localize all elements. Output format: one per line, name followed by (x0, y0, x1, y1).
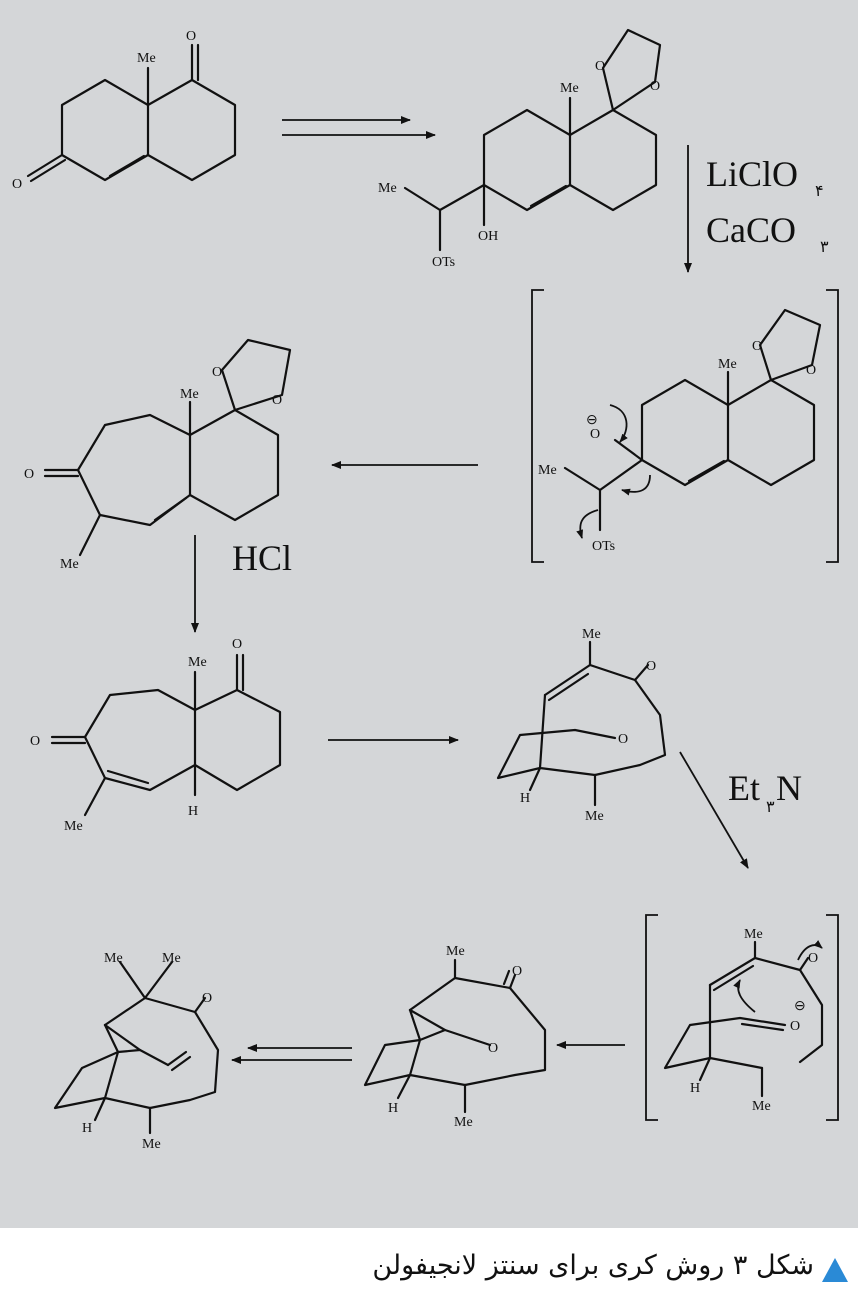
compound-4-diketone: Me O O Me H (30, 637, 282, 834)
oxygen-label: O (646, 659, 656, 674)
compound-2-ketal-tosylate: Me O O Me OH OTs (378, 28, 662, 270)
oxygen-label: O (202, 991, 212, 1006)
methyl-label: Me (582, 627, 601, 642)
hydrogen-label: H (690, 1081, 700, 1096)
reaction-arrow-4: HCl (191, 535, 292, 633)
oxygen-label: O (212, 365, 222, 380)
oxygen-label: O (650, 79, 660, 94)
reaction-arrow-1 (282, 116, 436, 139)
svg-text:۳: ۳ (820, 237, 829, 256)
reagent-hcl: HCl (232, 538, 292, 578)
oxygen-label: O (232, 637, 242, 652)
oxygen-label: O (186, 29, 196, 44)
methyl-label: Me (538, 463, 557, 478)
intermediate-2-enolate: Me O O ⊖ Me H (645, 914, 839, 1121)
reaction-arrow-2: LiClO ۴ CaCO ۳ (684, 145, 829, 273)
oxygen-label: O (30, 734, 40, 749)
svg-text:۳: ۳ (766, 797, 775, 816)
figure-caption: شکل ۳ روش کری برای سنتز لانجیفولن (0, 1232, 858, 1311)
oxygen-label: O (618, 732, 628, 747)
oxygen-label: O (806, 363, 816, 378)
methyl-label: Me (752, 1099, 771, 1114)
triangle-marker-icon (822, 1258, 848, 1282)
compound-1-wieland-miescher-ketone: Me O O (12, 29, 237, 192)
negative-charge: ⊖ (794, 999, 806, 1014)
reaction-scheme-panel (0, 0, 858, 1228)
methyl-label: Me (446, 944, 465, 959)
methyl-label: Me (188, 655, 207, 670)
oxygen-label: O (512, 964, 522, 979)
oxygen-label: O (12, 177, 22, 192)
methyl-label: Me (60, 557, 79, 572)
hydrogen-label: H (188, 804, 198, 819)
reaction-scheme: Me O O Me O O Me OH OTs LiClO ۴ CaCO ۳ (12, 28, 839, 1152)
compound-3-hydroazulenone: Me O Me O O (24, 338, 292, 572)
oxygen-label: O (272, 393, 282, 408)
hydrogen-label: H (82, 1121, 92, 1136)
hydroxyl-label: OH (478, 229, 498, 244)
tosylate-label: OTs (592, 539, 615, 554)
svg-text:۴: ۴ (815, 181, 824, 200)
oxygen-label: O (808, 951, 818, 966)
methyl-label: Me (560, 81, 579, 96)
negative-charge: ⊖ (586, 413, 598, 428)
methyl-label: Me (180, 387, 199, 402)
hydrogen-label: H (520, 791, 530, 806)
hydrogen-label: H (388, 1101, 398, 1116)
svg-text:N: N (776, 768, 802, 808)
methyl-label: Me (378, 181, 397, 196)
oxygen-label: O (488, 1041, 498, 1056)
methyl-label: Me (744, 927, 763, 942)
compound-5-bridged-enone: Me O O Me H (496, 627, 667, 824)
caption-text: شکل ۳ روش کری برای سنتز لانجیفولن (372, 1250, 814, 1281)
methyl-label: Me (137, 51, 156, 66)
methyl-label: Me (585, 809, 604, 824)
reaction-arrow-6: Et ۳ N (679, 751, 802, 869)
reaction-arrow-8 (231, 1044, 352, 1064)
methyl-label: Me (142, 1137, 161, 1152)
reagent-et3n: Et (728, 768, 760, 808)
tosylate-label: OTs (432, 255, 455, 270)
methyl-label: Me (104, 951, 123, 966)
methyl-label: Me (64, 819, 83, 834)
methyl-label: Me (162, 951, 181, 966)
compound-6-tricyclic-diketone: Me O O Me H (363, 944, 547, 1130)
methyl-label: Me (718, 357, 737, 372)
reagent-liclo4: LiClO (706, 154, 798, 194)
methyl-label: Me (454, 1115, 473, 1130)
intermediate-1-alkoxide: Me O O Me OTs O ⊖ (531, 289, 839, 563)
oxygen-label: O (752, 339, 762, 354)
oxide-label: O (590, 427, 600, 442)
compound-7-longifolene: Me Me O Me H (53, 951, 220, 1152)
oxygen-label: O (790, 1019, 800, 1034)
oxygen-label: O (24, 467, 34, 482)
reagent-caco3: CaCO (706, 210, 796, 250)
oxygen-label: O (595, 59, 605, 74)
